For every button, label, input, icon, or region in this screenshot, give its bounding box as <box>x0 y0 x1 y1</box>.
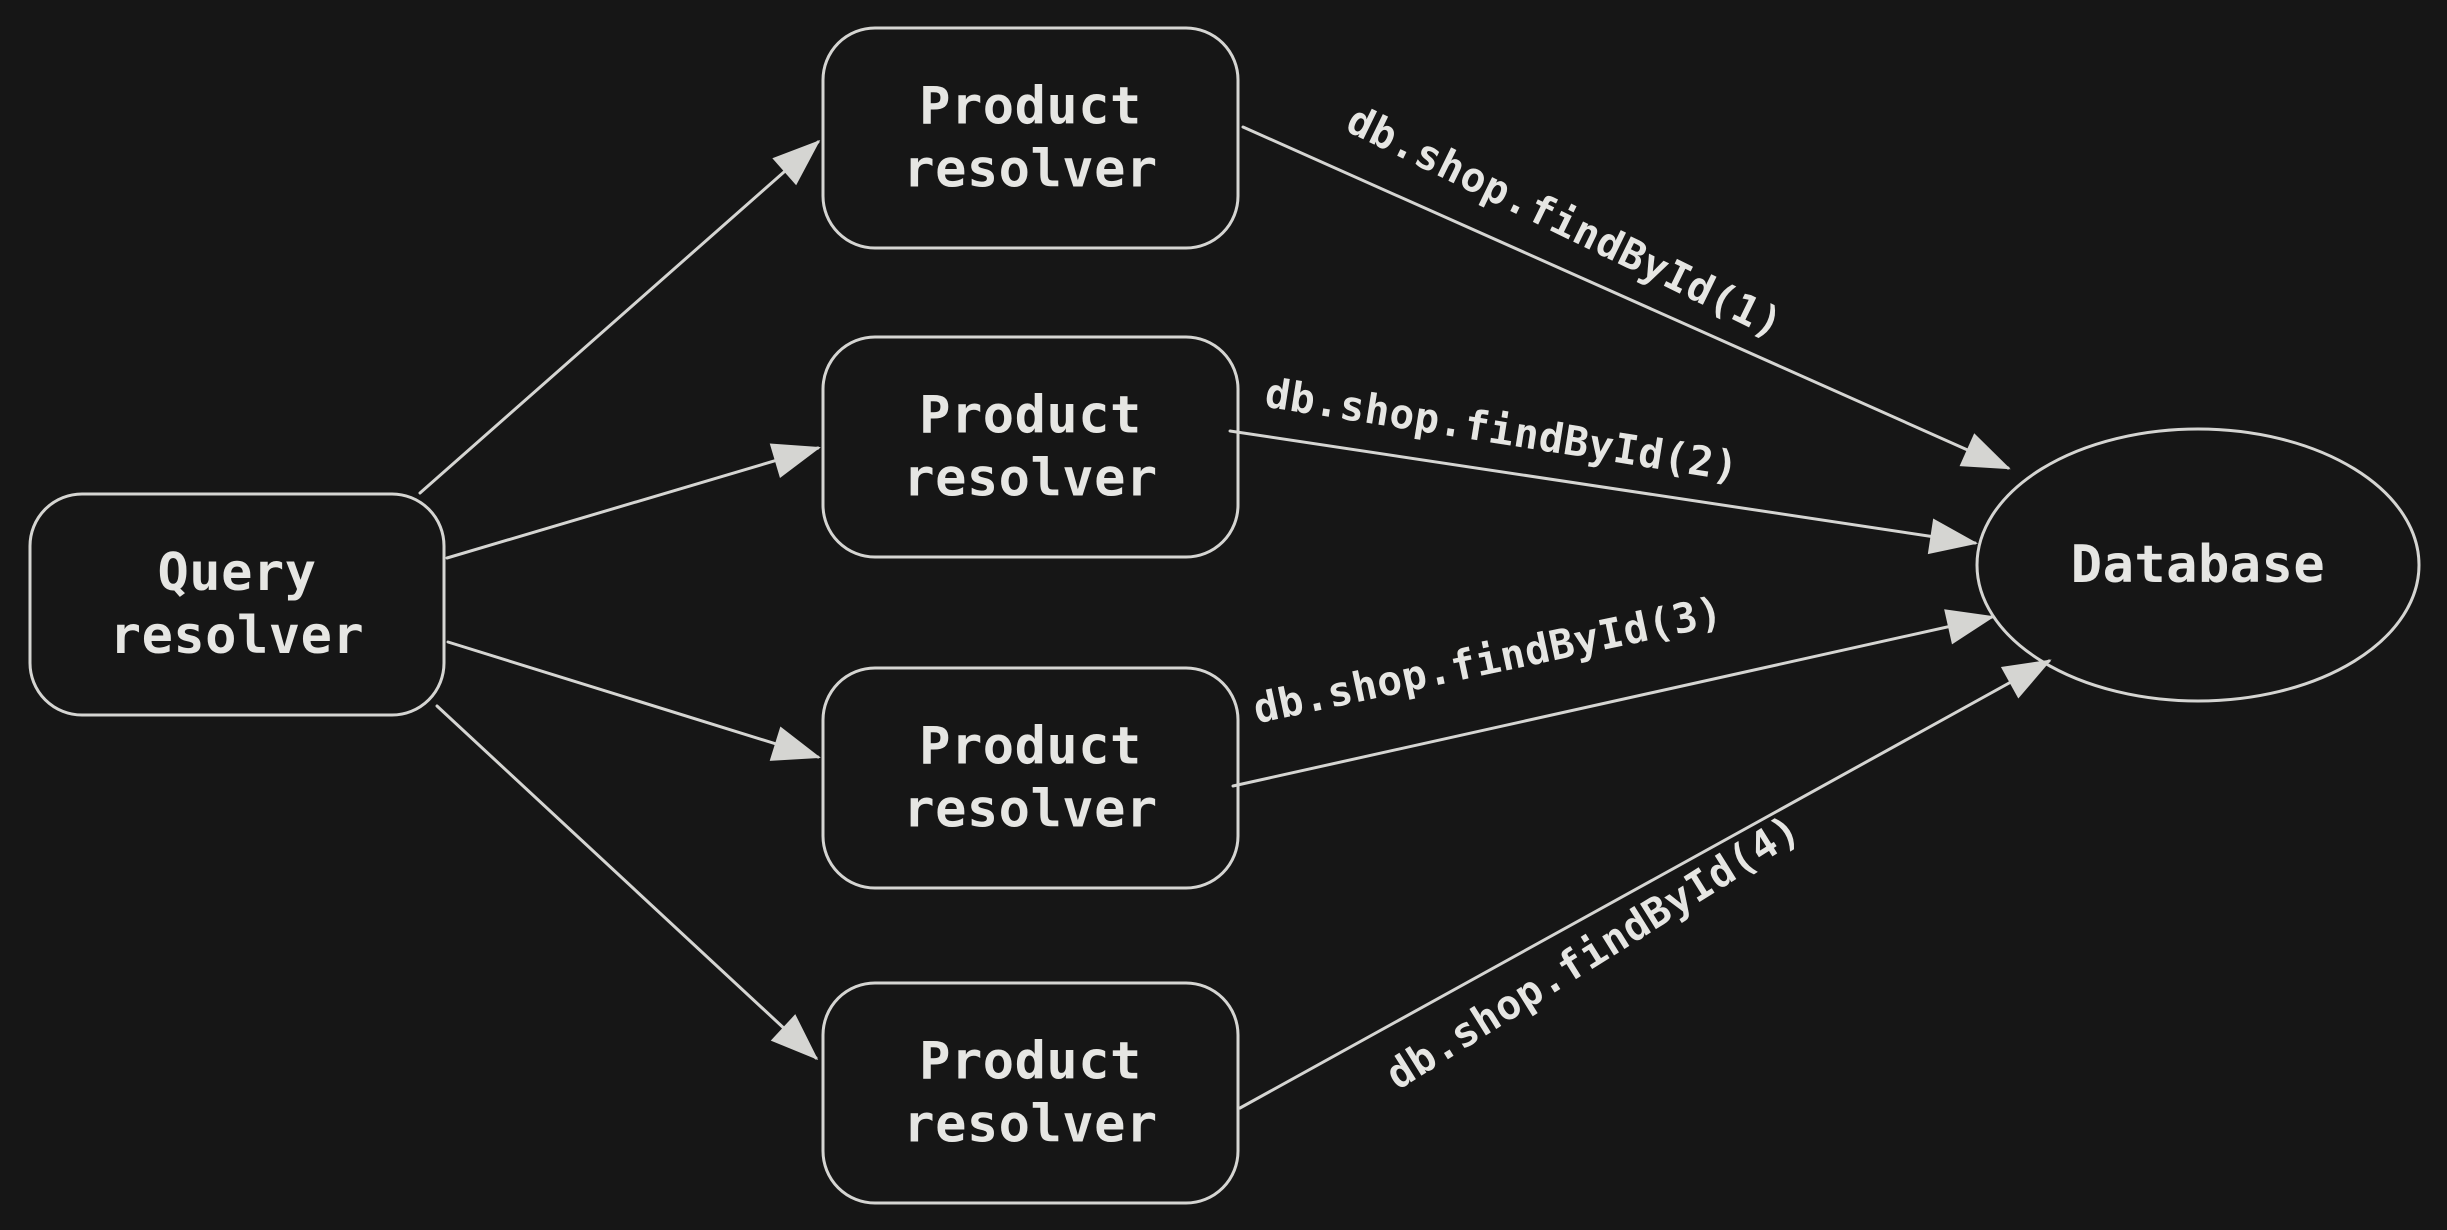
node-product-resolver-4-shape <box>821 981 1240 1205</box>
node-database-label: Database <box>2071 535 2325 595</box>
node-database-shape <box>1975 427 2421 703</box>
edge-product-4-to-database-label: db.shop.findById(4) <box>1377 805 1808 1099</box>
node-product-resolver-1-label: Product <box>919 77 1142 137</box>
node-product-resolver-3-label: resolver <box>903 780 1157 840</box>
edge-product-2-to-database-arrow <box>1228 429 1978 555</box>
node-product-resolver-1-label: resolver <box>903 140 1157 200</box>
edge-product-3-to-database-arrow <box>1231 609 1995 788</box>
node-query-resolver-shape <box>28 492 446 717</box>
node-product-resolver-1-shape <box>821 26 1240 250</box>
node-product-resolver-2-label: resolver <box>903 449 1157 509</box>
edge-query-to-product-2-arrow <box>445 443 821 560</box>
node-product-resolver-2-shape <box>821 335 1240 559</box>
edge-query-to-product-4-arrow <box>435 704 819 1061</box>
edge-product-1-to-database-label: db.shop.findById(1) <box>1339 96 1790 349</box>
node-product-resolver-3-label: Product <box>919 717 1142 777</box>
edge-query-to-product-3-arrow <box>446 640 821 761</box>
edges-layer <box>418 125 2052 1110</box>
edge-query-to-product-1-arrow <box>418 140 821 495</box>
node-query-resolver-label: Query <box>157 543 316 603</box>
edge-product-3-to-database-label: db.shop.findById(3) <box>1249 587 1727 733</box>
node-product-resolver-3-shape <box>821 666 1240 890</box>
node-product-resolver-2-label: Product <box>919 386 1142 446</box>
node-query-resolver-label: resolver <box>110 606 364 666</box>
node-product-resolver-4-label: Product <box>919 1032 1142 1092</box>
nodes-layer: QueryresolverProductresolverProductresol… <box>28 26 2421 1205</box>
edge-product-4-to-database-arrow <box>1238 659 2052 1110</box>
edge-product-1-to-database-arrow <box>1241 125 2011 470</box>
node-product-resolver-4-label: resolver <box>903 1095 1157 1155</box>
